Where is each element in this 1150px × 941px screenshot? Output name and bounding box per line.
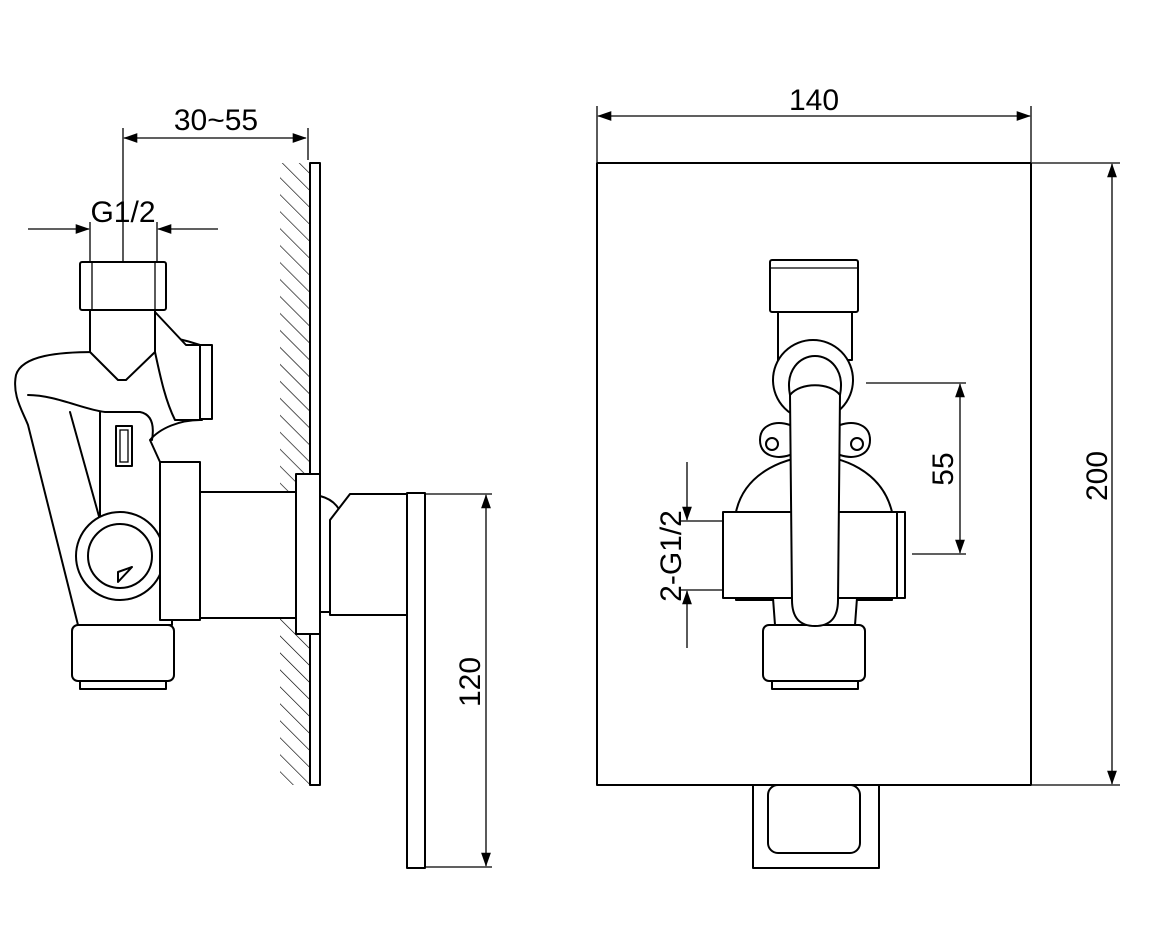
side-flange (295, 473, 321, 635)
dim-inlet: G1/2 (28, 196, 218, 262)
side-window (115, 425, 133, 467)
dim-spacing: 55 (866, 382, 966, 555)
dim-height-side: 120 (425, 493, 492, 868)
side-round-port (75, 511, 165, 601)
side-boss (154, 311, 213, 421)
bottom-fitting (71, 624, 175, 690)
side-lever (406, 492, 426, 869)
top-fitting (79, 261, 167, 381)
front-lever (752, 784, 880, 869)
valve-body-contour (27, 394, 154, 521)
dim-height-side-label: 120 (454, 657, 487, 707)
cartridge-housing (159, 461, 297, 621)
dim-height-front-label: 200 (1081, 451, 1114, 501)
dim-outlets-label: 2-G1/2 (655, 510, 688, 602)
dim-depth-label: 30~55 (174, 104, 258, 137)
dim-width: 140 (596, 84, 1032, 162)
dim-height-front: 200 (1032, 162, 1120, 786)
side-handle-neck (329, 493, 409, 616)
dim-inlet-label: G1/2 (90, 196, 155, 229)
front-view: 140 200 55 2-G1/2 (596, 84, 1120, 869)
dim-spacing-label: 55 (927, 452, 960, 485)
side-view: 30~55 G1/2 120 (14, 104, 492, 869)
dim-depth: 30~55 (122, 104, 309, 262)
dim-width-label: 140 (789, 84, 839, 117)
front-u-pipe (788, 355, 842, 627)
dim-outlets: 2-G1/2 (655, 462, 722, 648)
